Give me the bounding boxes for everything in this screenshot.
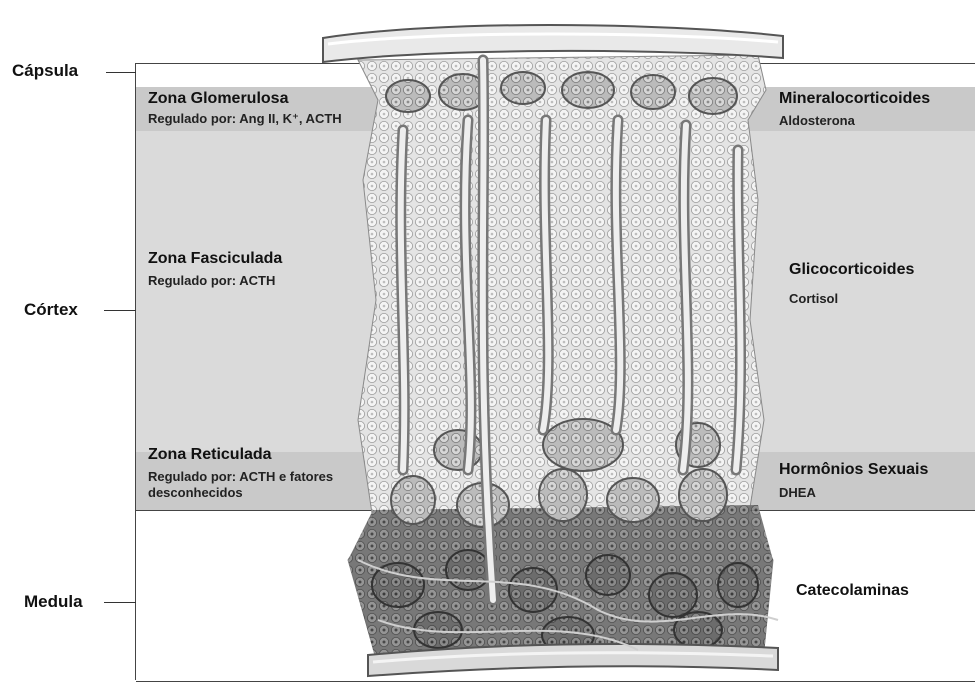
sex-hormones-label: Hormônios Sexuais bbox=[779, 461, 928, 479]
zona-fasciculata-title: Zona Fasciculada bbox=[148, 250, 282, 268]
adrenal-tissue-illustration bbox=[318, 0, 788, 695]
dhea-label: DHEA bbox=[779, 485, 816, 500]
medulla-tick bbox=[104, 602, 136, 603]
bracket-line bbox=[135, 63, 136, 680]
cortex-label: Córtex bbox=[24, 300, 78, 320]
capsule-label: Cápsula bbox=[12, 61, 78, 81]
catecholamines-label: Catecolaminas bbox=[796, 582, 909, 600]
aldosterone-label: Aldosterona bbox=[779, 113, 855, 128]
zona-glomerulosa-title: Zona Glomerulosa bbox=[148, 90, 288, 108]
zona-reticulada-title: Zona Reticulada bbox=[148, 446, 272, 464]
medulla-label: Medula bbox=[24, 592, 83, 612]
mineralocorticoids-label: Mineralocorticoides bbox=[779, 90, 930, 108]
zona-glomerulosa-regulation: Regulado por: Ang II, K⁺, ACTH bbox=[148, 111, 388, 127]
cortisol-label: Cortisol bbox=[789, 291, 838, 306]
capsule-tick bbox=[106, 72, 136, 73]
zona-reticulada-regulation: Regulado por: ACTH e fatores desconhecid… bbox=[148, 469, 376, 501]
cortex-tick bbox=[104, 310, 136, 311]
zona-fasciculata-regulation: Regulado por: ACTH bbox=[148, 273, 368, 289]
glucocorticoids-label: Glicocorticoides bbox=[789, 261, 914, 279]
